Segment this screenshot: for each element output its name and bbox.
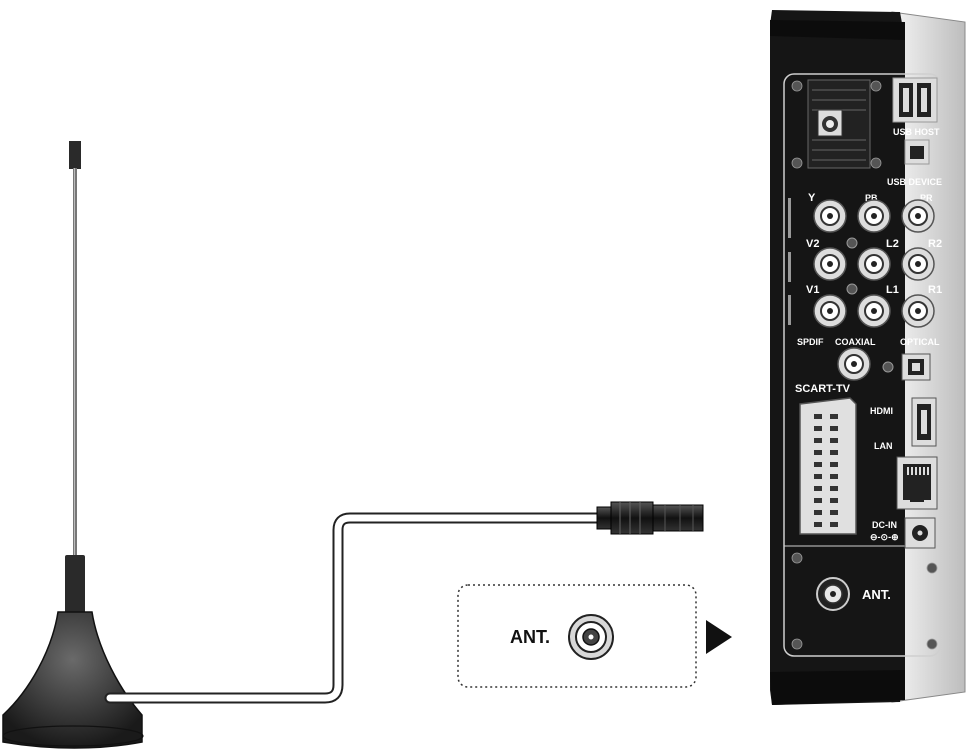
- antenna: [2, 141, 144, 749]
- antenna-collar: [65, 555, 85, 615]
- rca-row-av2: [813, 247, 935, 281]
- label-r1: R1: [928, 284, 942, 296]
- usb-device-port: [904, 139, 930, 165]
- dc-in-port: [904, 517, 936, 549]
- label-usb-host: USB HOST: [893, 127, 940, 137]
- arrow-right-icon: [706, 620, 732, 654]
- label-dc-in: DC-IN: [872, 520, 897, 530]
- device-foot-top: [770, 20, 905, 40]
- panel-ant-jack: [816, 577, 850, 611]
- label-l1: L1: [886, 284, 899, 296]
- label-r2: R2: [928, 238, 942, 250]
- device-panel-outline: [783, 73, 941, 657]
- label-hdmi: HDMI: [870, 406, 893, 416]
- optical-port: [901, 353, 931, 381]
- coaxial-jack: [837, 347, 871, 381]
- hdmi-port: [911, 397, 937, 447]
- device-foot-bottom: [770, 670, 905, 705]
- label-coaxial: COAXIAL: [835, 337, 876, 347]
- label-lan: LAN: [874, 441, 893, 451]
- antenna-rod-highlight: [74, 168, 75, 560]
- lan-port: [896, 456, 938, 510]
- label-v1: V1: [806, 284, 819, 296]
- usb-host-port: [892, 77, 938, 123]
- vent-area: [807, 79, 871, 169]
- antenna-base-rim: [2, 725, 144, 747]
- coax-plug: [596, 501, 704, 535]
- rca-row-component: [813, 199, 935, 233]
- panel-screws: [791, 80, 938, 650]
- label-l2: L2: [886, 238, 899, 250]
- label-scart-tv: SCART-TV: [795, 383, 851, 395]
- antenna-base: [2, 611, 143, 749]
- side-marks: [788, 198, 791, 325]
- label-pb: PB: [865, 193, 878, 203]
- label-pr: PR: [920, 193, 933, 203]
- antenna-cable: [104, 512, 606, 704]
- label-ant-panel: ANT.: [862, 587, 891, 602]
- callout-ant-jack: [568, 614, 614, 660]
- label-usb-device: USB DEVICE: [887, 177, 942, 187]
- media-player-device: USB HOST USB DEVICE Y PB PR V2 L2 R2: [770, 10, 966, 705]
- callout-ant-label: ANT.: [510, 627, 550, 647]
- scart-port: [799, 397, 857, 535]
- rca-row-av1: [813, 294, 935, 328]
- antenna-tip: [69, 141, 81, 169]
- label-y: Y: [808, 192, 816, 204]
- label-v2: V2: [806, 238, 819, 250]
- label-optical: OPTICAL: [900, 337, 940, 347]
- label-spdif: SPDIF: [797, 337, 824, 347]
- ant-callout: ANT.: [457, 584, 732, 688]
- dc-polarity-icon: ⊖-⊙-⊕: [870, 532, 899, 542]
